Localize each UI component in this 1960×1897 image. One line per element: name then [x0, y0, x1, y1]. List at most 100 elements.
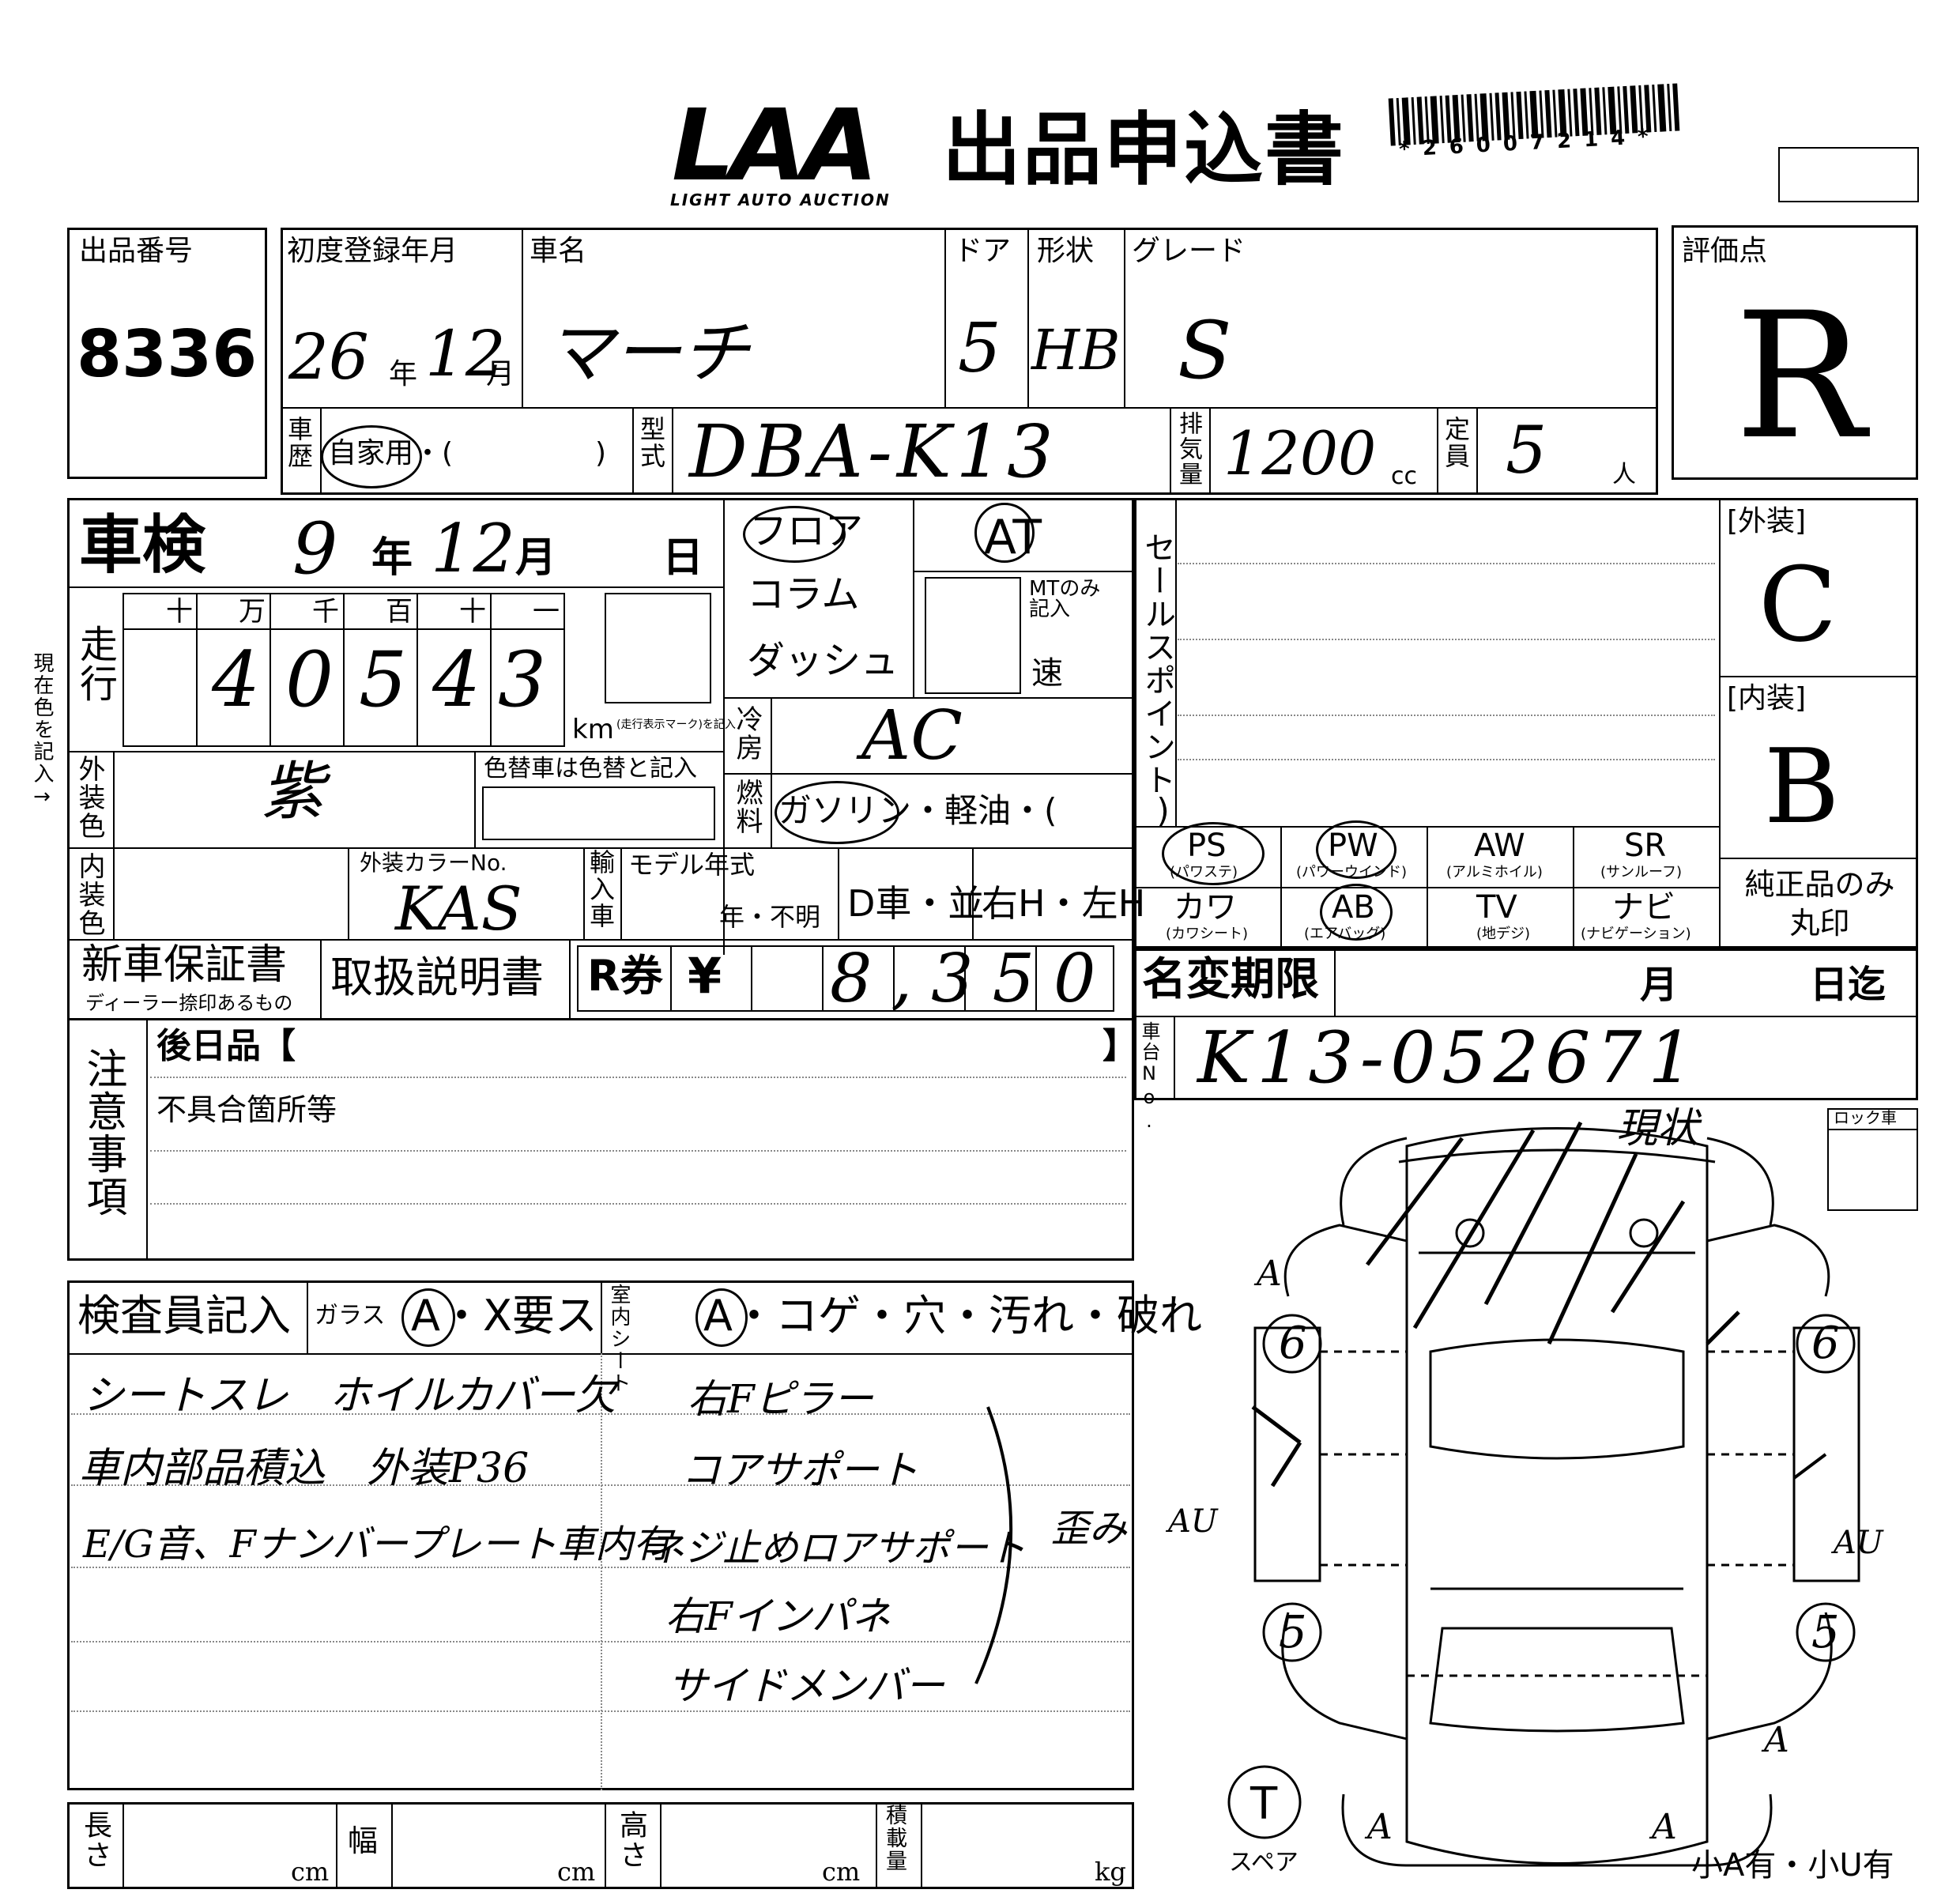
mt-note: MTのみ記入	[1029, 577, 1101, 621]
displacement-value: 1200	[1223, 418, 1377, 488]
car-name-label: 車名	[530, 235, 587, 267]
color-no-label: 外装カラーNo.	[360, 850, 507, 876]
genuine-note: 純正品のみ丸印	[1744, 867, 1895, 941]
exterior-color-value: 紫	[261, 755, 324, 828]
notes-box	[67, 1018, 1134, 1261]
person-unit: 人	[1612, 461, 1636, 488]
exterior-color-label: 外装色	[74, 755, 105, 840]
equip-sr: SR	[1624, 828, 1667, 864]
body-label: 形状	[1037, 235, 1095, 267]
mileage-header-4: 百	[386, 596, 413, 628]
year-unit: 年	[389, 358, 418, 390]
inspection-month-unit: 月	[515, 534, 557, 582]
name-change-day: 日迄	[1810, 963, 1886, 1007]
score-value: R	[1735, 275, 1866, 477]
equip-tv-sub: (地デジ)	[1476, 926, 1531, 942]
mileage-mark-box	[605, 593, 711, 703]
brand-subtitle: LIGHT AUTO AUCTION	[670, 190, 891, 209]
corner-stamp-box	[1778, 147, 1919, 202]
height-unit: cm	[822, 1857, 861, 1887]
displacement-label: 排気量	[1174, 411, 1202, 487]
spare-mark: T	[1250, 1778, 1278, 1830]
shift-dash: ダッシュ	[747, 639, 899, 683]
equip-tv: TV	[1476, 889, 1517, 926]
mark-a-rear-left: A	[1367, 1807, 1393, 1847]
inspection-day-unit: 日	[662, 534, 704, 582]
equip-navi-sub: (ナビゲーション)	[1581, 926, 1691, 942]
later-close: 】	[1102, 1026, 1137, 1066]
handle-options: 右H・左H	[982, 882, 1146, 925]
month-unit: 月	[486, 358, 515, 390]
bracket-mark	[974, 1406, 1013, 1684]
car-diagram	[1227, 1121, 1860, 1867]
left-note-1: シートスレ ホイルカバー欠	[83, 1372, 616, 1420]
dims-box	[67, 1802, 1134, 1889]
equip-ab-circle	[1320, 884, 1393, 941]
form-title: 出品申込書	[942, 104, 1345, 196]
mileage-digit-4: 5	[359, 635, 408, 724]
history-circle	[321, 425, 422, 488]
model-value: DBA-K13	[689, 409, 1058, 494]
interior-color-label: 内装色	[74, 852, 105, 937]
lot-number-label: 出品番号	[79, 235, 194, 267]
sales-point-box	[1134, 498, 1918, 948]
right-note-1: 右Fピラー	[688, 1376, 873, 1422]
import-label: 輸入車	[586, 849, 616, 930]
equip-ps-circle	[1162, 822, 1265, 885]
small-marks: 小A有・小U有	[1691, 1847, 1894, 1884]
equip-pw-circle	[1316, 820, 1396, 879]
mileage-digit-3: 0	[285, 635, 334, 724]
mileage-header-3: 千	[312, 596, 339, 628]
ext-grade-value: C	[1758, 545, 1838, 665]
status-note: 現状	[1616, 1105, 1699, 1152]
mileage-header-2: 万	[239, 596, 266, 628]
r-ticket-yen: ¥	[688, 947, 722, 1005]
mileage-unit-note: (走行表示マーク)を記入	[616, 718, 736, 731]
ac-label: 冷房	[731, 705, 763, 762]
width-unit: cm	[557, 1857, 596, 1887]
color-change-note: 色替車は色替と記入	[484, 755, 697, 783]
model-year-options: 年・不明	[719, 902, 821, 932]
width-label: 幅	[348, 1823, 379, 1858]
left-side-note: 現在色を記入→	[30, 652, 54, 810]
doors-value: 5	[958, 309, 1001, 388]
history-label: 車歴	[284, 416, 314, 470]
glass-circle	[401, 1288, 455, 1347]
score-box	[1672, 225, 1918, 480]
tire-rear-left: 5	[1279, 1607, 1307, 1658]
mileage-unit: km	[572, 714, 614, 745]
fuel-label: 燃料	[731, 779, 763, 835]
right-note-4: 右Fインパネ	[665, 1593, 891, 1639]
shift-floor-circle	[743, 506, 846, 563]
chassis-value: K13-052671	[1197, 1016, 1700, 1099]
name-change-month: 月	[1640, 963, 1679, 1007]
inspection-year-unit: 年	[371, 534, 413, 582]
car-name-value: マーチ	[545, 314, 749, 393]
length-unit: cm	[291, 1857, 330, 1887]
spare-label: スペア	[1229, 1849, 1298, 1876]
height-label: 高さ	[615, 1810, 647, 1870]
r-ticket-label: R券	[587, 951, 663, 1001]
mileage-header-5: 十	[459, 596, 486, 628]
equip-leather: カワ	[1174, 889, 1237, 926]
ac-value: AC	[861, 696, 963, 775]
inspection-year: 9	[292, 507, 338, 590]
warranty-sub: ディーラー捺印あるもの	[85, 992, 293, 1014]
inspector-label: 検査員記入	[77, 1291, 291, 1341]
name-change-label: 名変期限	[1142, 954, 1319, 1005]
lock-label: ロック車	[1834, 1108, 1897, 1127]
seat-options: A・コゲ・穴・汚れ・破れ	[703, 1291, 1202, 1341]
fuel-circle	[775, 781, 899, 844]
shift-at-circle	[974, 503, 1035, 563]
length-label: 長さ	[79, 1810, 111, 1870]
mt-speed: 速	[1031, 655, 1063, 692]
mileage-digit-2: 4	[212, 635, 261, 724]
first-reg-label: 初度登録年月	[287, 235, 458, 267]
mileage-label: 走行	[73, 624, 117, 703]
mark-au-left: AU	[1168, 1503, 1218, 1540]
manual-label: 取扱説明書	[330, 952, 544, 1002]
mark-au-right: AU	[1834, 1525, 1883, 1561]
tire-front-left: 6	[1279, 1318, 1307, 1369]
model-year-label: モデル年式	[628, 850, 756, 880]
equip-navi: ナビ	[1612, 889, 1675, 926]
